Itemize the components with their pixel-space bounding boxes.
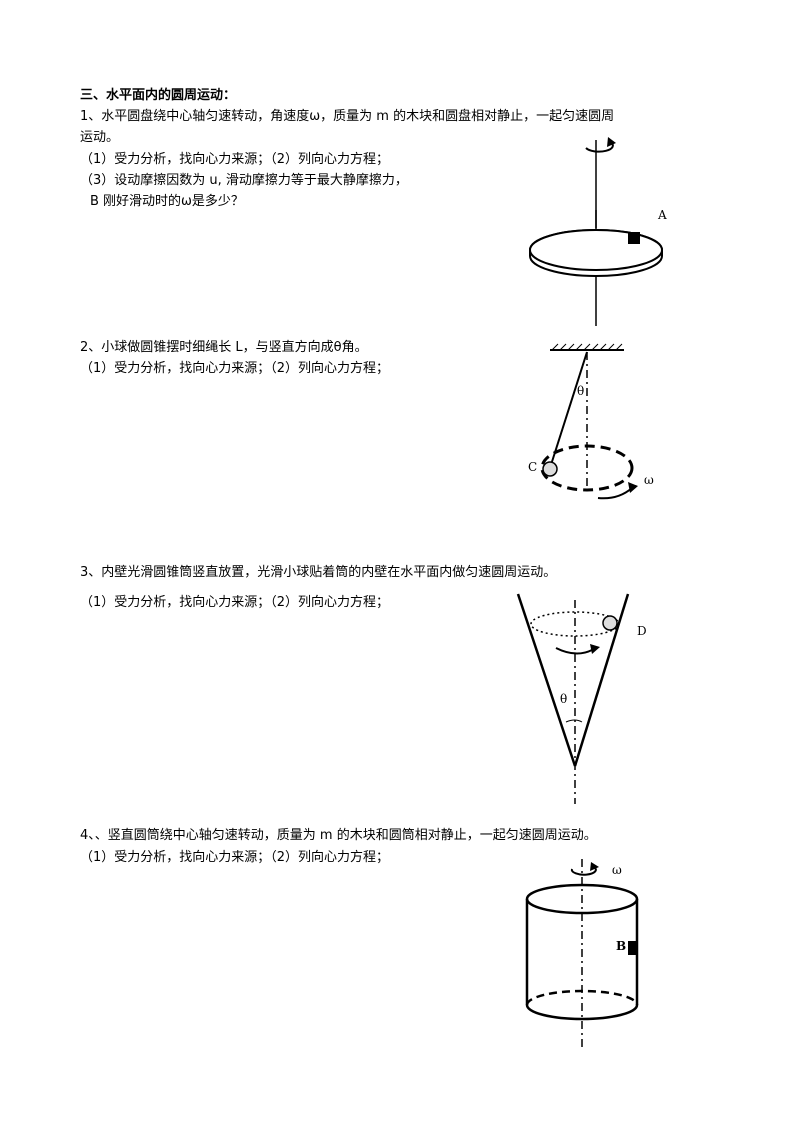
- label-b: B: [616, 939, 627, 953]
- problem-2-statement: 2、小球做圆锥摆时细绳长 L，与竖直方向成θ角。: [80, 340, 368, 355]
- problem-1-statement: 1、水平圆盘绕中心轴匀速转动，角速度ω，质量为 m 的木块和圆盘相对静止，一起匀…: [80, 109, 615, 124]
- cone-figure: D θ: [510, 590, 670, 810]
- problem-3-statement: 3、内壁光滑圆锥筒竖直放置，光滑小球贴着筒的内壁在水平面内做匀速圆周运动。: [80, 565, 557, 580]
- label-omega-cylinder: ω: [612, 863, 622, 877]
- section-title: 三、水平面内的圆周运动：: [80, 88, 237, 103]
- problem-4-question: （1）受力分析，找向心力来源；（2）列向心力方程；: [80, 850, 390, 865]
- cylinder-figure: ω B: [520, 855, 660, 1050]
- problem-3-question: （1）受力分析，找向心力来源；（2）列向心力方程；: [80, 595, 390, 610]
- conical-pendulum-figure: θ C ω: [520, 340, 680, 510]
- rotating-disk-figure: A: [520, 130, 680, 330]
- label-a: A: [658, 208, 667, 222]
- problem-2-question: （1）受力分析，找向心力来源；（2）列向心力方程；: [80, 361, 390, 376]
- label-c: C: [528, 460, 538, 474]
- problem-1-statement-cont: 运动。: [80, 130, 120, 145]
- problem-1-question-1-2: （1）受力分析，找向心力来源；（2）列向心力方程；: [80, 152, 390, 167]
- problem-4-statement: 4、、竖直圆筒绕中心轴匀速转动，质量为 m 的木块和圆筒相对静止，一起匀速圆周运…: [80, 828, 597, 843]
- label-theta-cone: θ: [560, 692, 568, 706]
- problem-1-question-3-cont: B 刚好滑动时的ω是多少？: [90, 194, 244, 209]
- label-d: D: [637, 624, 647, 638]
- label-theta-pendulum: θ: [577, 384, 585, 398]
- problem-1-question-3: （3）设动摩擦因数为 u, 滑动摩擦力等于最大静摩擦力，: [80, 173, 408, 188]
- label-omega-pendulum: ω: [644, 473, 654, 487]
